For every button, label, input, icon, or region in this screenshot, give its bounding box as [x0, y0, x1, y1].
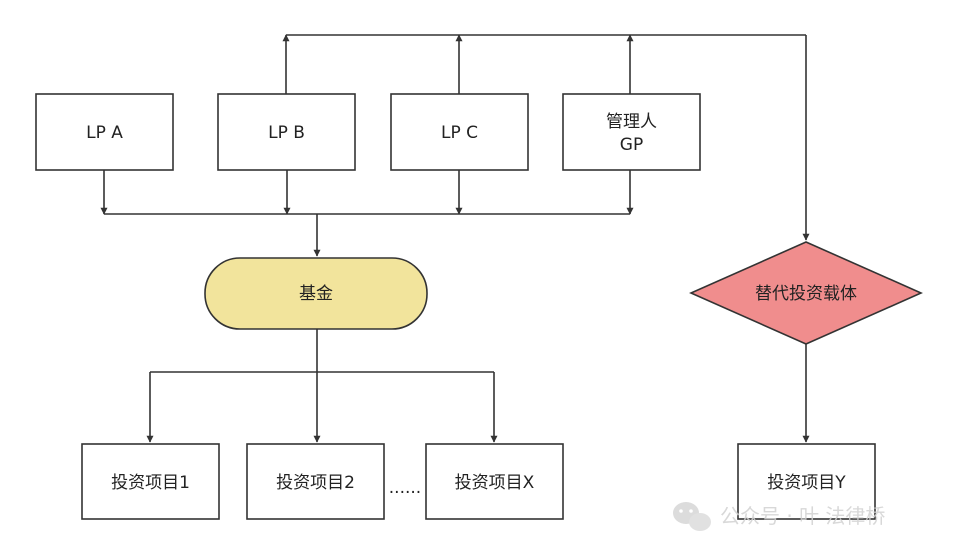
lp-b-label: LP B — [268, 123, 305, 143]
return-connectors — [282, 34, 810, 241]
contribution-connectors — [100, 170, 634, 257]
gp-label-line1: 管理人 — [606, 112, 657, 132]
gp-label-line2: GP — [620, 135, 643, 155]
project-x-label: 投资项目X — [455, 473, 535, 493]
watermark-text: 公众号 · 叶 法律桥 — [720, 504, 885, 528]
lp-c-label: LP C — [441, 123, 478, 143]
lp-a-box — [35, 93, 174, 171]
fund-node — [204, 257, 428, 330]
watermark: 公众号 · 叶 法律桥 — [673, 502, 885, 531]
lp-a-label: LP A — [86, 123, 123, 143]
lp-c-box — [390, 93, 529, 171]
project-x-box — [425, 443, 564, 520]
ellipsis-label: ...... — [389, 478, 421, 498]
project-2-box — [246, 443, 385, 520]
project-2-label: 投资项目2 — [276, 473, 355, 493]
project-y-box — [737, 443, 876, 520]
investment-connectors — [146, 329, 498, 443]
project-y-label: 投资项目Y — [767, 473, 846, 493]
wechat-icon — [673, 502, 711, 531]
alt-vehicle-label: 替代投资载体 — [755, 284, 857, 304]
fund-label: 基金 — [299, 284, 333, 304]
project-1-label: 投资项目1 — [111, 473, 190, 493]
project-1-box — [81, 443, 220, 520]
gp-box — [562, 93, 701, 171]
